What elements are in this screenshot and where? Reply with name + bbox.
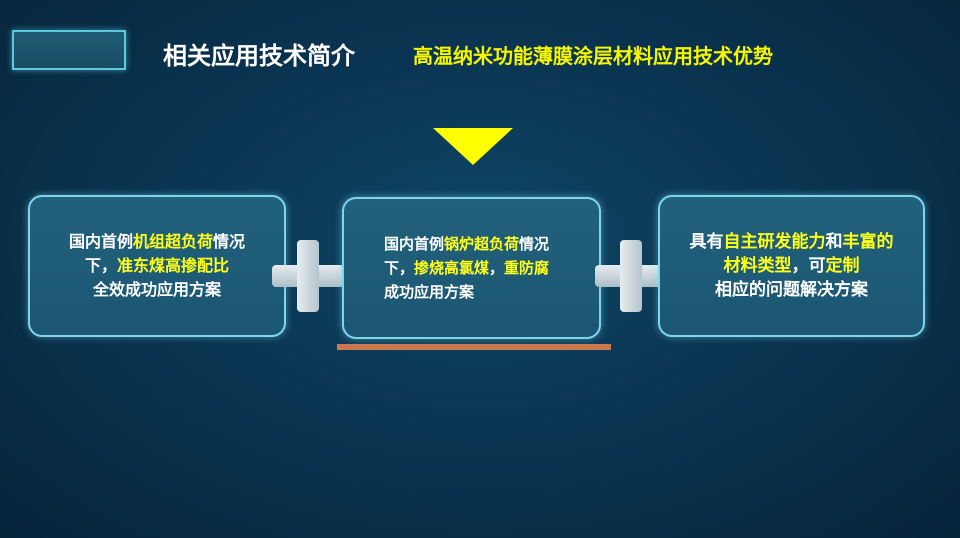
plus-icon (272, 240, 344, 312)
title-tag-box (12, 30, 126, 70)
highlight-segment: 定制 (825, 256, 860, 276)
text-segment: ，可 (791, 256, 826, 276)
card-1: 国内首例机组超负荷情况下，准东煤高掺配比全效成功应用方案 (28, 195, 286, 337)
page-subtitle: 高温纳米功能薄膜涂层材料应用技术优势 (413, 44, 773, 68)
text-segment: 全效成功应用方案 (92, 280, 221, 299)
text-segment: 情况下， (384, 235, 550, 277)
highlight-segment: 丰富的材料类型 (723, 232, 894, 276)
text-segment: 情况下， (84, 232, 246, 275)
card-1-text: 国内首例机组超负荷情况下，准东煤高掺配比全效成功应用方案 (58, 230, 256, 302)
page-title: 相关应用技术简介 (163, 42, 355, 70)
card-2-text: 国内首例锅炉超负荷情况下，掺烧高氯煤，重防腐成功应用方案 (384, 232, 559, 304)
card-2: 国内首例锅炉超负荷情况下，掺烧高氯煤，重防腐成功应用方案 (342, 197, 601, 339)
highlight-segment: 掺烧高氯煤 (414, 259, 490, 277)
text-segment: 和 (825, 232, 843, 252)
card-3-text: 具有自主研发能力和丰富的材料类型，可定制相应的问题解决方案 (688, 230, 895, 302)
text-segment: 具有 (689, 232, 724, 252)
text-segment: 成功应用方案 (384, 283, 475, 301)
text-segment: 国内首例 (68, 232, 133, 251)
highlight-segment: 机组超负荷 (132, 232, 213, 251)
plus-icon (595, 240, 667, 312)
highlight-segment: 重防腐 (504, 259, 550, 277)
underline-bar (337, 344, 611, 350)
text-segment: 国内首例 (384, 235, 445, 253)
highlight-segment: 锅炉超负荷 (444, 235, 520, 253)
text-segment: 相应的问题解决方案 (715, 280, 868, 300)
highlight-segment: 自主研发能力 (723, 232, 826, 252)
highlight-segment: 准东煤高掺配比 (117, 256, 230, 275)
card-3: 具有自主研发能力和丰富的材料类型，可定制相应的问题解决方案 (658, 195, 925, 337)
down-arrow-icon (433, 128, 513, 165)
text-segment: ， (489, 259, 505, 277)
